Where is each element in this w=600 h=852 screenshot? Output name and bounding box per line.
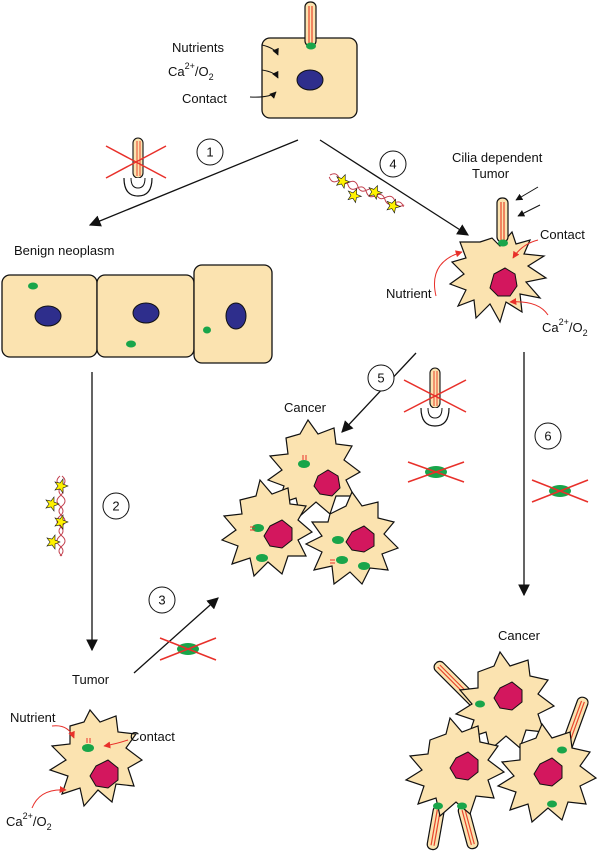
arrow-step-4 bbox=[319, 139, 469, 236]
tumor-contact-label: Contact bbox=[130, 729, 175, 744]
cilium-icon bbox=[304, 1, 317, 47]
normal-cell: Nutrients Ca2+/O2 Contact bbox=[168, 1, 358, 119]
basal-body-icon bbox=[475, 700, 485, 708]
basal-body-icon bbox=[252, 524, 264, 532]
cancer-nucleus bbox=[489, 267, 518, 297]
basal-body-icon bbox=[203, 326, 211, 334]
basal-body-icon bbox=[28, 282, 38, 290]
step-5-circle: 5 bbox=[367, 364, 395, 392]
tumor-nutrient-label: Nutrient bbox=[10, 710, 56, 725]
cilium-loss-icon bbox=[403, 367, 467, 427]
svg-text:1: 1 bbox=[206, 145, 213, 160]
benign-neoplasm-cells bbox=[1, 264, 273, 364]
tumor-label: Tumor bbox=[72, 672, 110, 687]
ca-o2-label: Ca2+/O2 bbox=[168, 61, 214, 82]
red-x-icon bbox=[159, 637, 217, 661]
cilia-dependent-tumor-label-2: Tumor bbox=[472, 166, 510, 181]
red-x-icon bbox=[407, 461, 465, 483]
cilia-tumor-nutrient-label: Nutrient bbox=[386, 286, 432, 301]
basal-body-icon bbox=[332, 536, 344, 544]
cilia-dependent-tumor-cell bbox=[434, 186, 549, 324]
svg-text:5: 5 bbox=[377, 371, 384, 386]
basal-body-icon bbox=[306, 42, 316, 50]
cancer-cluster-right bbox=[404, 650, 598, 851]
svg-text:6: 6 bbox=[544, 429, 551, 444]
tumor-cell bbox=[31, 708, 144, 809]
step-3-circle: 3 bbox=[148, 586, 176, 614]
contact-label: Contact bbox=[182, 91, 227, 106]
basal-body-icon bbox=[256, 554, 268, 562]
cancer-middle-label: Cancer bbox=[284, 400, 327, 415]
cilia-tumor-contact-label: Contact bbox=[540, 227, 585, 242]
basal-body-icon bbox=[358, 562, 370, 570]
cancer-cluster-middle bbox=[220, 418, 400, 586]
red-x-icon bbox=[531, 479, 589, 503]
basal-body-icon bbox=[498, 239, 508, 247]
nutrients-label: Nutrients bbox=[172, 40, 225, 55]
nucleus bbox=[296, 69, 324, 91]
step-6-circle: 6 bbox=[534, 422, 562, 450]
basal-body-icon bbox=[82, 744, 94, 752]
cilium-icon bbox=[496, 197, 509, 243]
cilia-dependent-tumor-label: Cilia dependent bbox=[452, 150, 543, 165]
step-1-circle: 1 bbox=[196, 138, 224, 166]
basal-body-icon bbox=[433, 802, 443, 810]
cancer-right-label: Cancer bbox=[498, 628, 541, 643]
helix-with-stars-icon bbox=[328, 173, 405, 214]
arrow-step-5 bbox=[341, 352, 417, 433]
svg-text:4: 4 bbox=[389, 157, 396, 172]
cilium-loss-icon bbox=[105, 137, 167, 197]
basal-body-icon bbox=[457, 802, 467, 810]
arrow-step-3 bbox=[133, 597, 219, 674]
basal-body-icon bbox=[298, 460, 310, 468]
basal-body-icon bbox=[557, 746, 567, 754]
basal-body-icon bbox=[126, 340, 136, 348]
benign-neoplasm-label: Benign neoplasm bbox=[14, 243, 114, 258]
helix-with-stars-icon bbox=[45, 475, 69, 557]
arrow-step-1 bbox=[88, 139, 299, 227]
step-2-circle: 2 bbox=[102, 492, 130, 520]
tumor-ca-o2-label: Ca2+/O2 bbox=[6, 811, 52, 832]
cilium-icon bbox=[457, 804, 479, 850]
svg-text:2: 2 bbox=[112, 499, 119, 514]
basal-body-icon bbox=[547, 800, 557, 808]
cilia-tumor-ca-o2-label: Ca2+/O2 bbox=[542, 317, 588, 338]
step-4-circle: 4 bbox=[379, 150, 407, 178]
svg-text:3: 3 bbox=[158, 593, 165, 608]
basal-body-icon bbox=[336, 556, 348, 564]
